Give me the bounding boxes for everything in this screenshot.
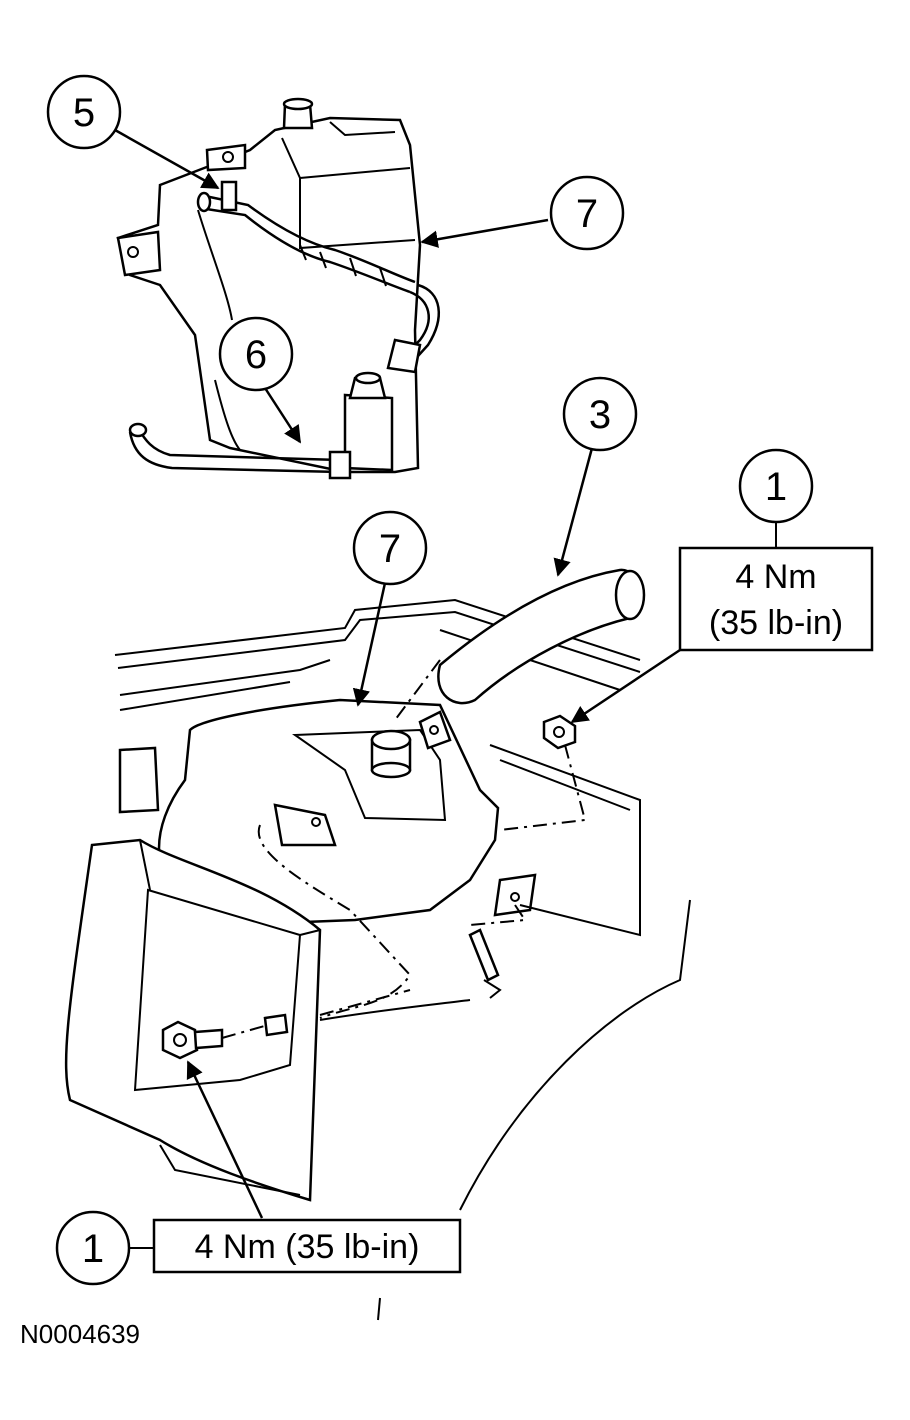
callout-5-arrow: [114, 128, 220, 190]
callout-3-arrow: [553, 447, 594, 577]
svg-text:3: 3: [589, 393, 611, 437]
installation-illustration: [64, 568, 691, 1321]
svg-text:5: 5: [73, 91, 95, 135]
svg-text:1: 1: [765, 465, 787, 509]
svg-text:7: 7: [379, 527, 401, 571]
torque-spec-bottom: 4 Nm (35 lb-in): [152, 1218, 462, 1274]
reservoir-inset-illustration: [116, 97, 440, 480]
callout-7-top-arrow: [420, 218, 549, 248]
callout-1-bottom-arrow: [186, 1060, 264, 1219]
callout-7-mid: 7: [352, 510, 428, 586]
callout-1-right: 1: [738, 448, 814, 524]
callout-5: 5: [46, 74, 122, 150]
svg-text:1: 1: [82, 1227, 104, 1271]
callout-6-arrow: [263, 387, 302, 444]
svg-text:4 Nm (35 lb-in): 4 Nm (35 lb-in): [195, 1228, 420, 1266]
svg-text:4 Nm: 4 Nm: [735, 558, 816, 596]
callout-1-bottom: 1: [55, 1210, 131, 1286]
callout-7-mid-arrow: [352, 582, 387, 707]
torque-spec-right: 4 Nm (35 lb-in): [678, 546, 874, 652]
svg-text:7: 7: [576, 192, 598, 236]
callout-6: 6: [218, 316, 294, 392]
svg-text:6: 6: [245, 333, 267, 377]
figure-id: N0004639: [20, 1319, 140, 1349]
callout-7-top: 7: [549, 175, 625, 251]
svg-text:(35 lb-in): (35 lb-in): [709, 604, 843, 642]
callout-3: 3: [562, 376, 638, 452]
callout-1-right-arrow: [570, 648, 681, 724]
